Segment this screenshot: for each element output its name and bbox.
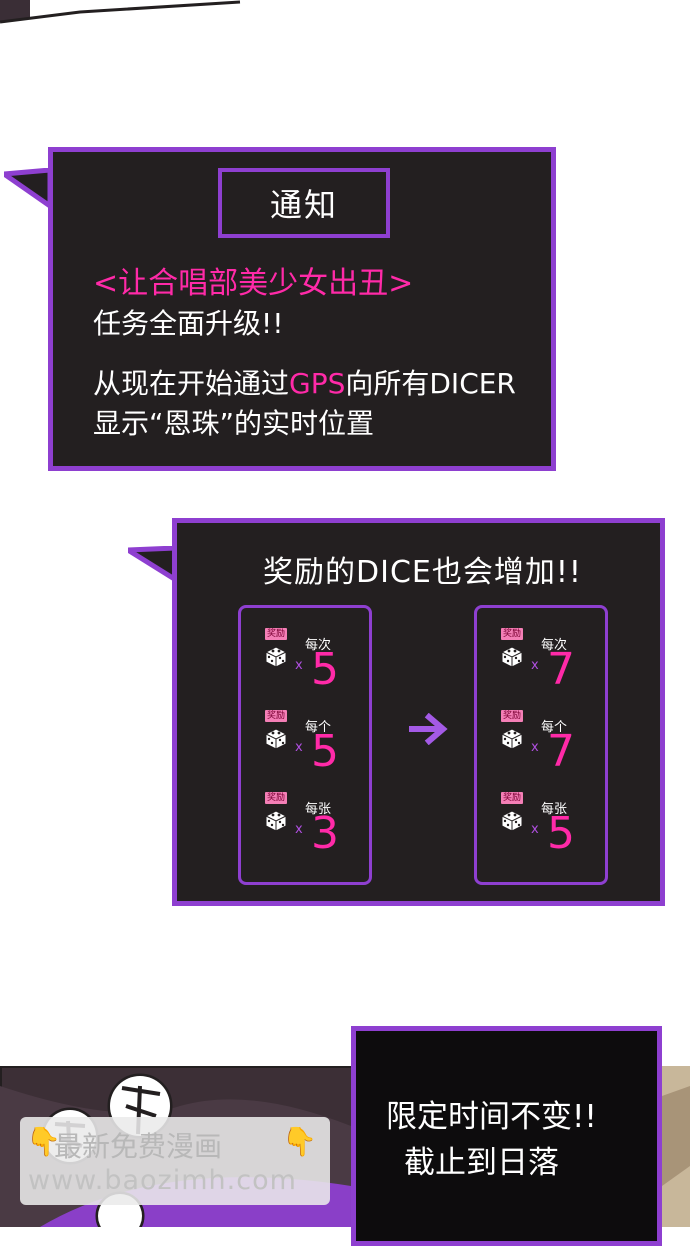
reward-unit-label: 每张 bbox=[541, 802, 568, 817]
time-limit-line: 限定时间不变!! bbox=[386, 1099, 597, 1135]
reward-unit-label: 每个 bbox=[305, 720, 332, 735]
reward-headline: 奖励的DICE也会增加!! bbox=[263, 555, 582, 590]
reward-amount: 3 bbox=[311, 808, 339, 859]
mission-name: <让合唱部美少女出丑> bbox=[93, 266, 414, 301]
reward-badge: 奖励 bbox=[265, 628, 288, 640]
pointing-hand-icon: 👇 bbox=[282, 1125, 317, 1158]
dice-icon bbox=[501, 728, 523, 750]
multiply-sign: x bbox=[295, 740, 303, 755]
reward-amount: 5 bbox=[547, 808, 575, 859]
gps-line-end: 向所有DICER bbox=[345, 367, 516, 400]
watermark-title: 最新免费漫画 bbox=[54, 1130, 223, 1163]
reward-unit-label: 每个 bbox=[541, 720, 568, 735]
multiply-sign: x bbox=[531, 822, 539, 837]
reward-unit-label: 每次 bbox=[541, 638, 568, 653]
deadline-line: 截止到日落 bbox=[404, 1145, 559, 1181]
gps-highlight: GPS bbox=[289, 367, 346, 400]
dice-icon bbox=[265, 810, 287, 832]
reward-badge: 奖励 bbox=[501, 628, 524, 640]
multiply-sign: x bbox=[295, 658, 303, 673]
multiply-sign: x bbox=[531, 740, 539, 755]
reward-amount: 5 bbox=[311, 644, 339, 695]
location-display-line: 显示“恩珠”的实时位置 bbox=[93, 407, 375, 440]
reward-badge: 奖励 bbox=[501, 792, 524, 804]
notice-panel: 通知 <让合唱部美少女出丑> 任务全面升级!! 从现在开始通过GPS向所有DIC… bbox=[48, 147, 556, 471]
notice-bubble-tail bbox=[4, 168, 53, 208]
notice-title: 通知 bbox=[218, 168, 390, 238]
time-limit-panel: 限定时间不变!! 截止到日落 bbox=[351, 1026, 662, 1246]
reward-badge: 奖励 bbox=[265, 792, 288, 804]
previous-panel-edge bbox=[0, 0, 690, 24]
reward-bubble-tail bbox=[128, 546, 178, 582]
multiply-sign: x bbox=[295, 822, 303, 837]
multiply-sign: x bbox=[531, 658, 539, 673]
notice-title-text: 通知 bbox=[269, 186, 338, 224]
reward-amount: 7 bbox=[547, 644, 575, 695]
reward-unit-label: 每张 bbox=[305, 802, 332, 817]
gps-notice-line: 从现在开始通过GPS向所有DICER bbox=[93, 362, 516, 402]
dice-icon bbox=[501, 810, 523, 832]
dice-icon bbox=[265, 728, 287, 750]
watermark-url: www.baozimh.com bbox=[28, 1165, 297, 1196]
reward-amount: 7 bbox=[547, 726, 575, 777]
reward-badge: 奖励 bbox=[501, 710, 524, 722]
arrow-right-icon bbox=[409, 713, 448, 745]
dice-icon bbox=[501, 646, 523, 668]
pointing-hand-icon: 👇 bbox=[26, 1125, 61, 1158]
reward-amount: 5 bbox=[311, 726, 339, 777]
watermark: 👇 最新免费漫画 👇 www.baozimh.com bbox=[20, 1117, 330, 1205]
mission-upgrade-text: 任务全面升级!! bbox=[93, 307, 284, 340]
dice-icon bbox=[265, 646, 287, 668]
gps-line-start: 从现在开始通过 bbox=[93, 367, 290, 400]
reward-badge: 奖励 bbox=[265, 710, 288, 722]
reward-unit-label: 每次 bbox=[305, 638, 332, 653]
